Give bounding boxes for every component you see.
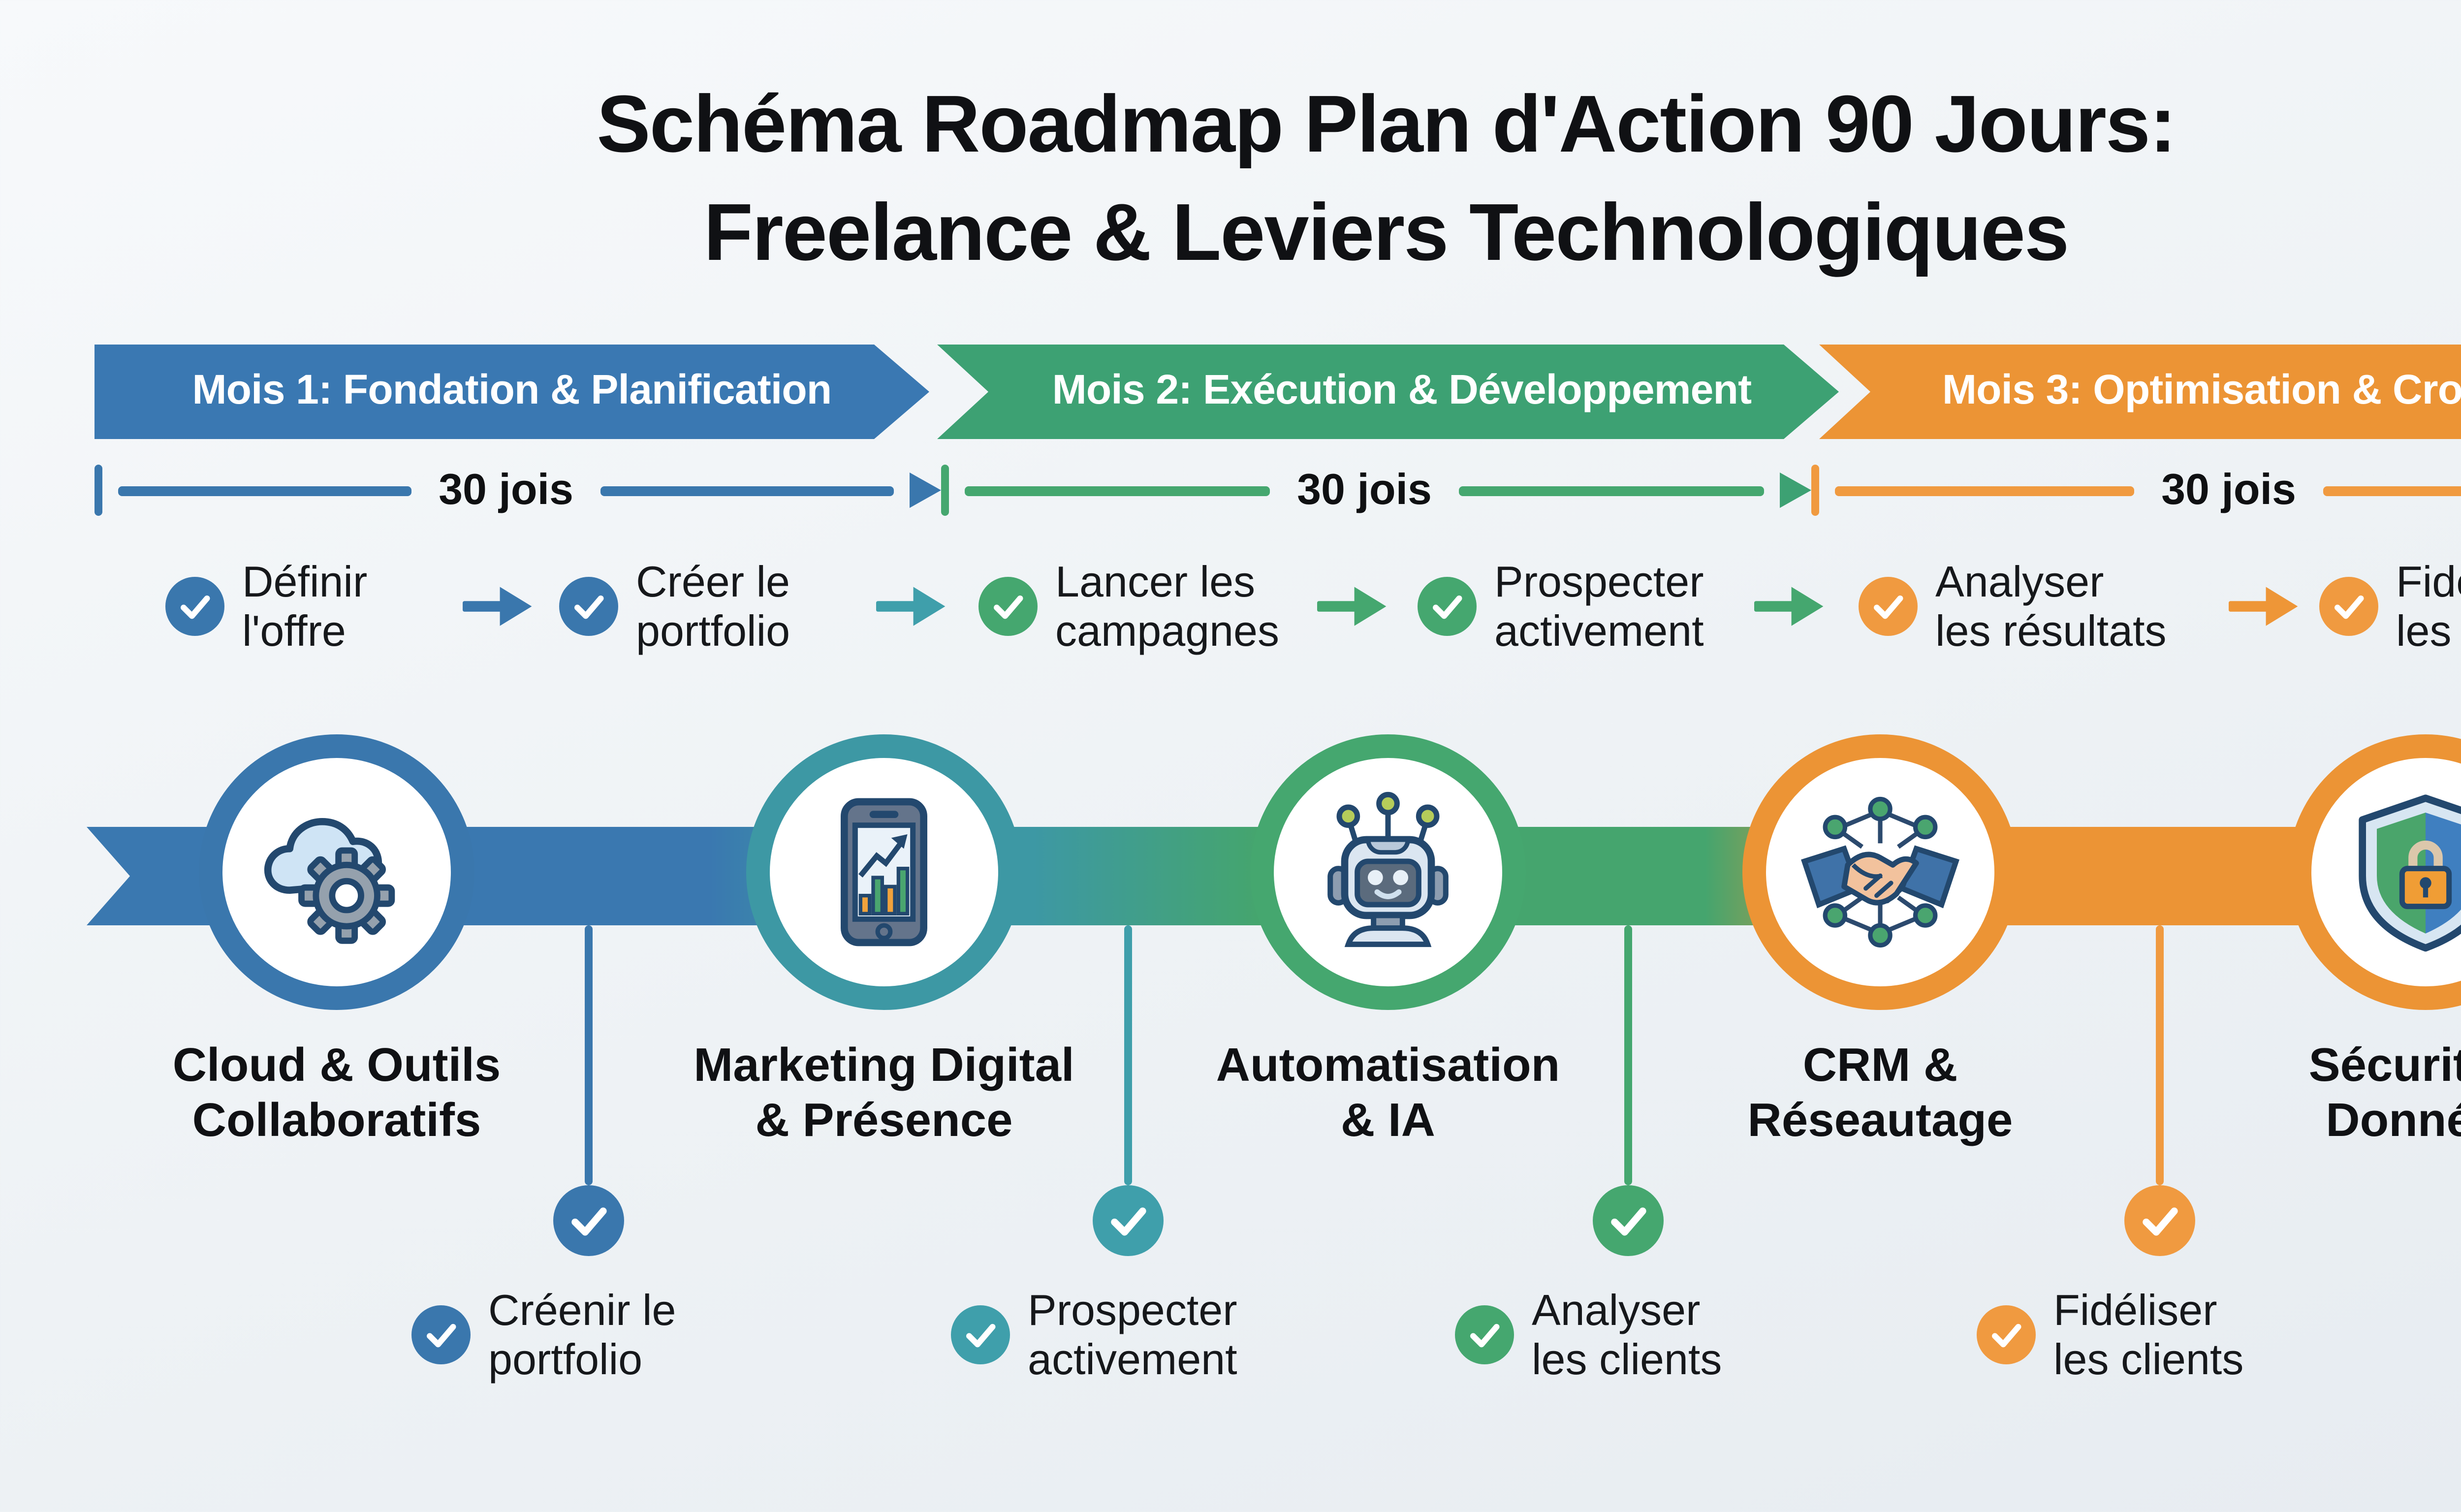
- check-icon: [165, 577, 224, 636]
- page-title-line1: Schéma Roadmap Plan d'Action 90 Jours:: [597, 79, 2176, 169]
- milestone-label: Fidéliser les clients: [2053, 1286, 2244, 1384]
- milestone-label: Prospecter activement: [1028, 1286, 1237, 1384]
- shield-lock-icon: [2359, 794, 2461, 952]
- node-cloud-outils: [199, 734, 474, 1010]
- phase-banner-month1-label: Mois 1: Fondation & Planification: [192, 368, 832, 413]
- milestone-analyser-clients: Analyser les clients: [1455, 1286, 1722, 1384]
- check-icon: [1977, 1305, 2036, 1364]
- phase-banner-month2: Mois 2: Exécution & Développement: [937, 345, 1839, 439]
- duration-row-month3: 30 jois: [1811, 465, 2461, 516]
- milestone-fideliser-clients: Fidéliser les clients: [1977, 1286, 2243, 1384]
- step-definir-offre: Définir l'offre: [165, 557, 367, 656]
- smartphone-chart-icon: [841, 798, 927, 946]
- check-icon: [2124, 1185, 2195, 1256]
- connector-line: [585, 925, 593, 1185]
- arrow-right-icon: [463, 583, 534, 630]
- arrow-right-icon: [1317, 583, 1388, 630]
- check-icon: [1455, 1305, 1514, 1364]
- milestone-prospecter: Prospecter activement: [951, 1286, 1237, 1384]
- check-icon: [2319, 577, 2378, 636]
- check-icon: [951, 1305, 1010, 1364]
- duration-line: [2324, 485, 2461, 495]
- node-automatisation-ia: [1250, 734, 1526, 1010]
- page-title-line2: Freelance & Leviers Technologiques: [703, 187, 2070, 278]
- check-icon: [411, 1305, 471, 1364]
- connector-line: [2156, 925, 2164, 1185]
- arrow-right-icon: [1754, 583, 1825, 630]
- arrow-right-icon: [876, 583, 947, 630]
- phase-banner-month3-label: Mois 3: Optimisation & Croissance: [1942, 368, 2461, 413]
- step-label: Fidéliser les clients: [2396, 557, 2461, 656]
- pillar-label-crm: CRM & Réseautage: [1747, 1040, 2013, 1148]
- arrow-right-icon: [1780, 472, 1812, 508]
- node-crm-reseautage: [1742, 734, 2018, 1010]
- step-label: Analyser les résultats: [1935, 557, 2167, 656]
- step-label: Prospecter activement: [1494, 557, 1704, 656]
- duration-row-month1: 30 jois: [95, 465, 942, 516]
- phase-banner-month2-label: Mois 2: Exécution & Développement: [1052, 368, 1752, 413]
- pillar-label-marketing: Marketing Digital & Présence: [694, 1040, 1074, 1148]
- arrow-right-icon: [910, 472, 942, 508]
- step-label: Définir l'offre: [242, 557, 368, 656]
- duration-label-month2: 30 jois: [1297, 465, 1432, 514]
- duration-label-month3: 30 jois: [2161, 465, 2296, 514]
- step-lancer-campagnes: Lancer les campagnes: [978, 557, 1279, 656]
- duration-tick-icon: [941, 465, 949, 516]
- node-marketing-digital: [746, 734, 1022, 1010]
- step-creer-portfolio: Créer le portfolio: [559, 557, 790, 656]
- connector-line: [1624, 925, 1632, 1185]
- step-label: Créer le portfolio: [636, 557, 790, 656]
- check-icon: [1093, 1185, 1164, 1256]
- duration-tick-icon: [1811, 465, 1819, 516]
- robot-icon: [1327, 791, 1449, 947]
- check-icon: [978, 577, 1038, 636]
- arrow-right-icon: [2229, 583, 2300, 630]
- milestone-label: Analyser les clients: [1532, 1286, 1722, 1384]
- connector-line: [1124, 925, 1132, 1185]
- step-analyser-resultats: Analyser les résultats: [1859, 557, 2167, 656]
- duration-line: [601, 485, 894, 495]
- phase-banner-month1: Mois 1: Fondation & Planification: [95, 345, 929, 439]
- step-prospecter-activement: Prospecter activement: [1418, 557, 1704, 656]
- step-fideliser-clients: Fidéliser les clients: [2319, 557, 2461, 656]
- step-label: Lancer les campagnes: [1055, 557, 1279, 656]
- handshake-network-icon: [1801, 796, 1959, 948]
- check-icon: [1859, 577, 1918, 636]
- phase-banner-month3: Mois 3: Optimisation & Croissance: [1819, 345, 2461, 439]
- duration-line: [1459, 485, 1765, 495]
- pillar-label-cloud: Cloud & Outils Collaboratifs: [172, 1040, 501, 1148]
- duration-line: [1835, 485, 2134, 495]
- cloud-gear-icon: [264, 818, 395, 944]
- duration-line: [118, 485, 411, 495]
- pillar-label-securite: Sécurité & Données: [2308, 1040, 2461, 1148]
- duration-tick-icon: [95, 465, 102, 516]
- node-securite-donnees: [2288, 734, 2461, 1010]
- check-icon: [1418, 577, 1477, 636]
- duration-label-month1: 30 jois: [439, 465, 573, 514]
- milestone-label: Créenir le portfolio: [488, 1286, 676, 1384]
- check-icon: [559, 577, 618, 636]
- pillar-label-automatisation: Automatisation & IA: [1216, 1040, 1560, 1148]
- duration-row-month2: 30 jois: [941, 465, 1812, 516]
- check-icon: [553, 1185, 624, 1256]
- page-title: Schéma Roadmap Plan d'Action 90 Jours: F…: [0, 71, 2461, 287]
- milestone-creenir-portfolio: Créenir le portfolio: [411, 1286, 676, 1384]
- check-icon: [1593, 1185, 1664, 1256]
- duration-line: [965, 485, 1270, 495]
